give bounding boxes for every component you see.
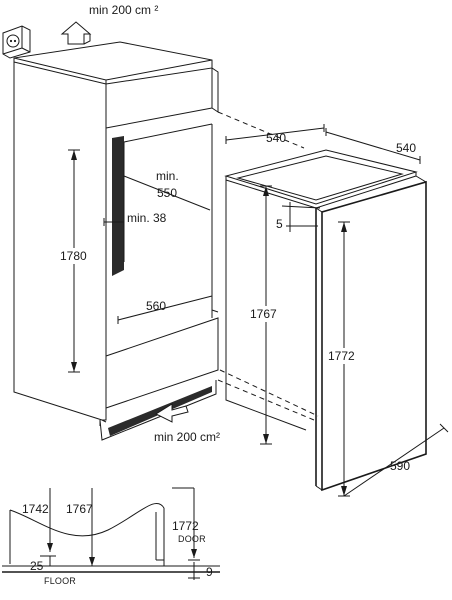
label-detail-9: 9 (206, 565, 213, 579)
label-vent-bottom: min 200 cm² (154, 430, 220, 444)
dimension-min-gap (103, 218, 124, 226)
dimension-min-depth (123, 172, 211, 211)
label-niche-height: 1780 (60, 249, 87, 263)
label-door-width: 590 (390, 459, 410, 473)
label-min-depth-a: min. (156, 169, 179, 183)
label-vent-top: min 200 cm ² (89, 3, 158, 17)
label-detail-floor: FLOOR (44, 576, 76, 586)
label-min-depth-b: 550 (157, 186, 177, 200)
label-detail-25: 25 (30, 559, 44, 573)
dimension-width-top (325, 128, 421, 164)
label-detail-door: DOOR (178, 534, 206, 544)
dimension-door-width (343, 423, 449, 497)
label-detail-1772: 1772 (172, 519, 199, 533)
label-door-height: 1772 (328, 349, 355, 363)
dimension-niche-width (117, 295, 213, 324)
label-detail-1742: 1742 (22, 502, 49, 516)
power-socket-icon (2, 25, 31, 59)
ventilation-arrow-in-icon (154, 403, 189, 423)
niche-cabinet (13, 41, 219, 441)
dimension-gap-top (281, 202, 321, 232)
label-detail-1767: 1767 (66, 502, 93, 516)
label-min-gap: min. 38 (127, 211, 167, 225)
door-detail (2, 487, 220, 580)
label-appliance-height: 1767 (250, 307, 277, 321)
label-gap-top: 5 (276, 217, 283, 231)
dimension-depth-top (225, 124, 325, 144)
label-depth-top: 540 (266, 131, 286, 145)
ventilation-arrow-up-icon (60, 21, 92, 45)
label-niche-width: 560 (146, 299, 166, 313)
label-width-top: 540 (396, 141, 416, 155)
